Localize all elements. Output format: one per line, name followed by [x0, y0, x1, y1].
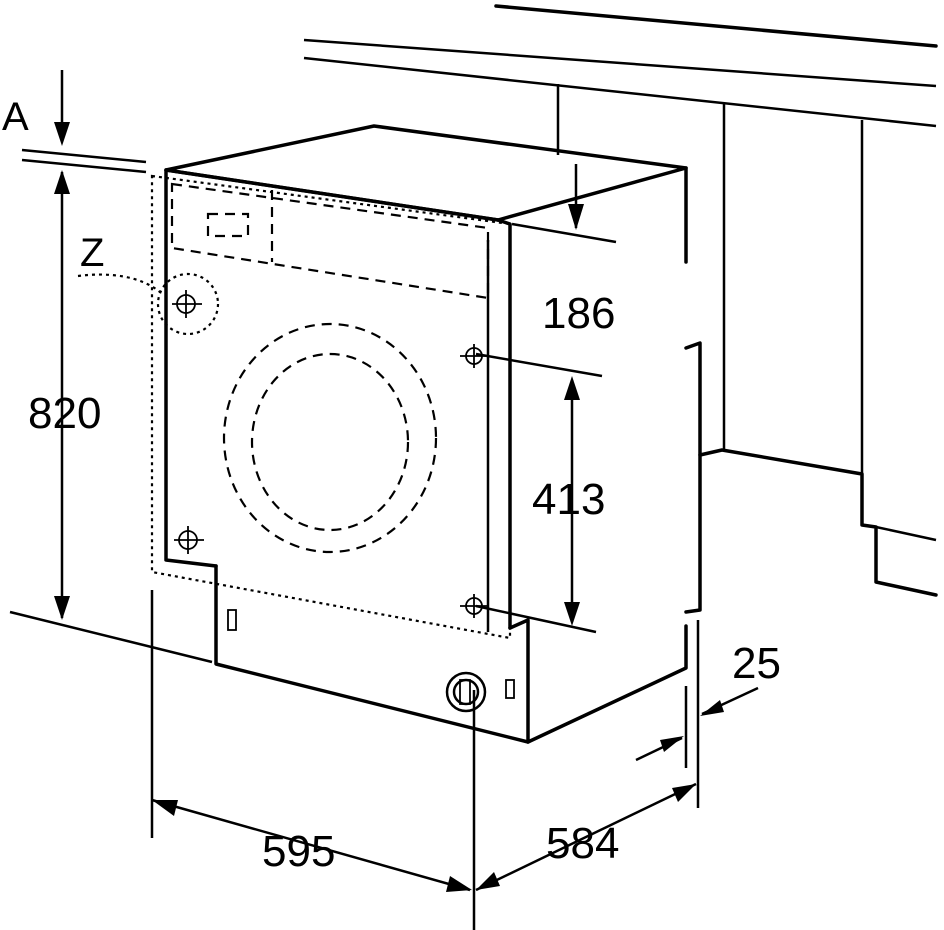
fixing-point-top-left [172, 290, 202, 318]
door-spacing-dimension-label: 413 [532, 475, 605, 524]
kitchen-cabinet [303, 4, 938, 614]
control-panel-dimension-label: 186 [542, 289, 615, 338]
depth-dimension-label: 584 [546, 819, 619, 868]
callout-z-label: Z [80, 231, 104, 275]
callout-a-label: A [2, 95, 29, 139]
detail-z-circle [156, 272, 220, 336]
washing-machine [77, 124, 688, 744]
fixing-point-bottom-right [460, 594, 488, 618]
dimension-lines [9, 70, 759, 930]
width-dimension-label: 595 [262, 827, 335, 876]
fixing-point-bottom-left [174, 526, 204, 554]
offset-dimension-label: 25 [732, 639, 781, 688]
height-dimension-label: 820 [28, 389, 101, 438]
